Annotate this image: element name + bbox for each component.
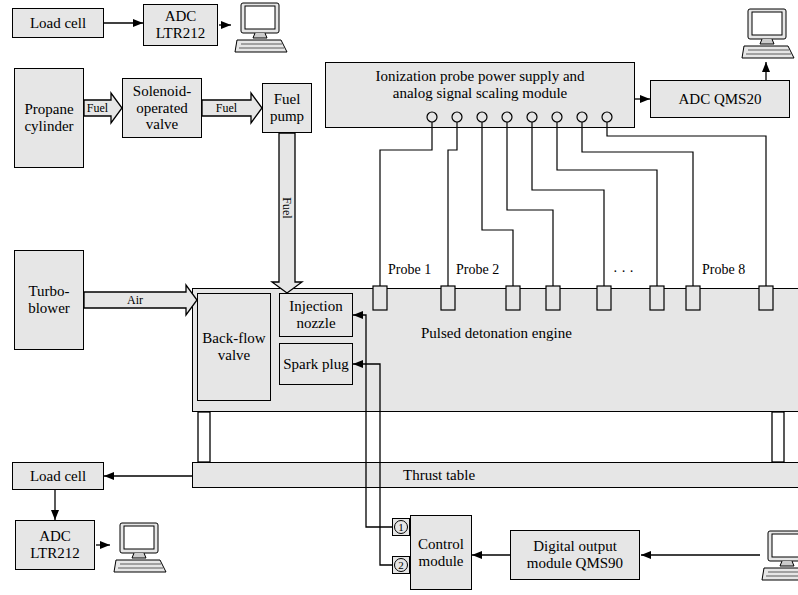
tank-box: Propane cylinder — [14, 68, 84, 168]
flow-label: Fuel — [87, 102, 108, 114]
channel-number: 2 — [394, 558, 408, 572]
box-label: Spark plug — [283, 356, 348, 373]
box-label: ADC QMS20 — [679, 91, 762, 108]
box-label: Digital output module QMS90 — [514, 538, 636, 572]
ionization-probe — [686, 286, 700, 310]
probe-wire — [380, 122, 432, 286]
signal-arrow — [635, 98, 650, 99]
signal-arrow — [54, 490, 55, 520]
probe-socket — [427, 112, 437, 122]
ionization-probe — [373, 286, 387, 310]
probe-wire — [532, 122, 604, 286]
signal-arrow — [472, 554, 510, 555]
sensor-box: Load cell — [12, 462, 104, 490]
channel-number: 1 — [394, 520, 408, 534]
probe-label: Probe 8 — [702, 262, 745, 277]
valve-box: Solenoid-operated valve — [122, 78, 202, 138]
probe-socket — [552, 112, 562, 122]
probe-label: · · · — [613, 264, 634, 279]
probe-socket — [452, 112, 462, 122]
output-module-box: Digital output module QMS90 — [510, 530, 640, 580]
probe-wire — [482, 122, 513, 286]
box-label: Load cell — [30, 15, 86, 32]
probe-socket — [577, 112, 587, 122]
box-label: Control module — [414, 536, 468, 570]
probe-label: Probe 2 — [456, 262, 499, 277]
nozzle-box: Injection nozzle — [279, 293, 353, 337]
thrust-table: Thrust table — [192, 462, 798, 488]
box-label: Fuel pump — [266, 91, 308, 125]
flow-label: Fuel — [216, 102, 237, 114]
ionization-probe — [759, 286, 773, 310]
probe-wire — [607, 122, 766, 286]
control-box: Control module — [410, 515, 472, 590]
probe-wire — [448, 122, 457, 286]
probe-socket — [602, 112, 612, 122]
box-label: Ionization probe power supply and analog… — [368, 68, 592, 102]
probe-socket — [502, 112, 512, 122]
probe-wire — [507, 122, 553, 286]
data-arrow — [765, 62, 766, 80]
data-arrow — [641, 554, 760, 555]
sensor-box: Load cell — [12, 8, 104, 38]
adc-box: ADC QMS20 — [650, 80, 790, 118]
signal-arrow — [104, 475, 192, 476]
box-label: Turbo-blower — [18, 283, 80, 317]
valve-box: Back-flow valve — [197, 293, 271, 401]
computer-icon — [235, 3, 287, 52]
ionization-probe — [546, 286, 560, 310]
computer-icon — [742, 9, 794, 58]
box-label: ADC LTR212 — [147, 8, 214, 42]
blower-box: Turbo-blower — [14, 250, 84, 350]
box-label: Solenoid-operated valve — [126, 83, 198, 133]
signal-arrow — [104, 22, 143, 23]
probe-label: Probe 1 — [388, 262, 431, 277]
adc-box: ADC LTR212 — [143, 4, 218, 46]
box-label: Back-flow valve — [201, 330, 267, 364]
ionization-probe — [650, 286, 664, 310]
box-label: Load cell — [30, 468, 86, 485]
signal-arrow — [353, 315, 392, 527]
channel-box: 1 — [392, 518, 410, 536]
engine-box: Back-flow valve Injection nozzleSpark plu… — [192, 288, 798, 412]
probe-wire — [582, 122, 693, 286]
computer-icon — [114, 523, 166, 572]
flow-label: Fuel — [281, 197, 293, 218]
ionization-probe — [597, 286, 611, 310]
flow-label: Air — [127, 294, 143, 306]
computer-icon — [762, 531, 798, 580]
signal-arrow — [353, 364, 392, 565]
spark-plug-box: Spark plug — [279, 343, 353, 385]
probe-socket — [477, 112, 487, 122]
flow-arrow — [202, 93, 262, 123]
adc-box: ADC LTR212 — [15, 520, 95, 570]
box-label: Pulsed detonation engine — [421, 325, 798, 342]
ionization-probe — [506, 286, 520, 310]
box-label: Injection nozzle — [283, 298, 349, 332]
flow-arrow — [84, 285, 197, 315]
engine-support — [198, 412, 210, 462]
channel-box: 2 — [392, 556, 410, 574]
box-label: ADC LTR212 — [19, 528, 91, 562]
pump-box: Fuel pump — [262, 83, 312, 133]
probe-socket — [527, 112, 537, 122]
ionization-probe — [441, 286, 455, 310]
box-label: Propane cylinder — [18, 101, 80, 135]
engine-support — [772, 412, 784, 462]
box-label: Thrust table — [403, 467, 798, 484]
data-arrow — [96, 544, 110, 545]
probe-wire — [557, 122, 657, 286]
flow-arrow — [84, 93, 122, 123]
flow-arrow — [272, 133, 302, 293]
data-arrow — [219, 24, 231, 25]
